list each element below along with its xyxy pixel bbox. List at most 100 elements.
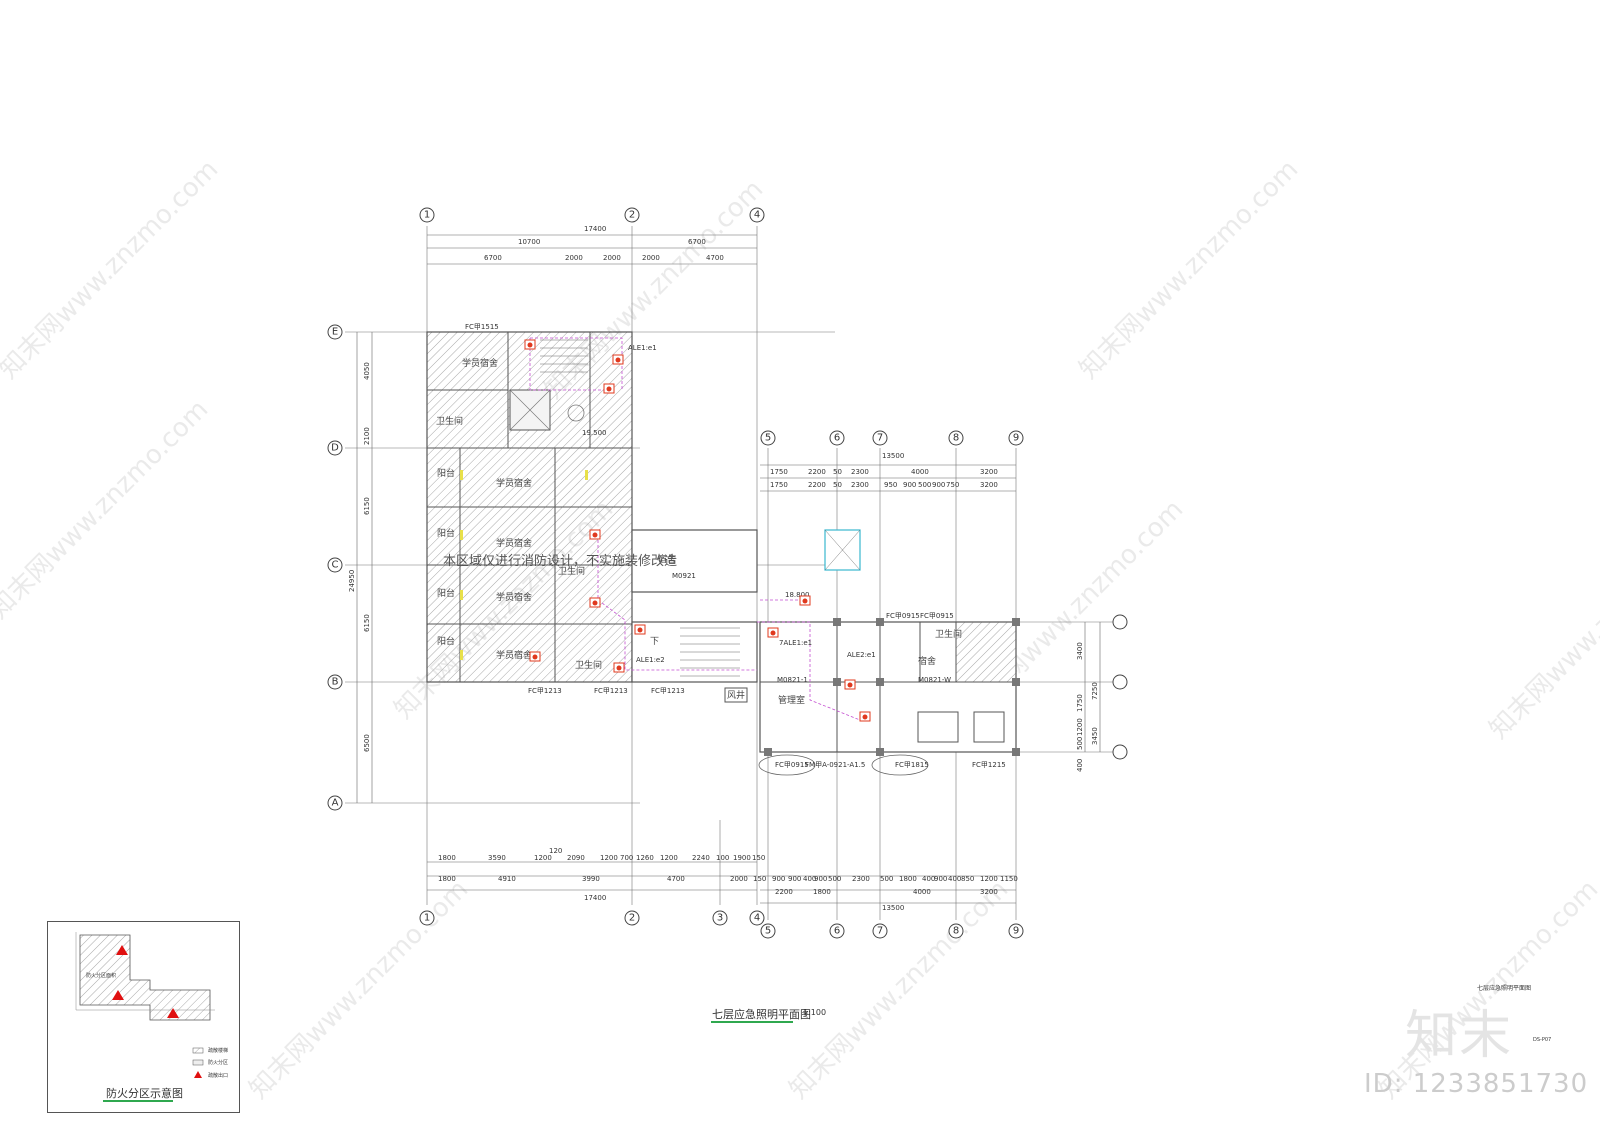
dim-right-row2: 50	[833, 481, 842, 489]
axis-bubble	[872, 923, 888, 939]
sheet-number: DS-P07	[1533, 1037, 1552, 1043]
dim-left: 4050	[363, 362, 371, 380]
axis-label: 7	[877, 433, 883, 444]
axis-label: D	[331, 443, 339, 454]
axis-bubble	[327, 795, 343, 811]
axis-label: 1	[424, 210, 430, 221]
axis-label: 2	[629, 913, 635, 924]
dim-right-side: 400	[1076, 759, 1084, 772]
top-dimensions: 17400 10700 6700 6700 2000 2000 2000 470…	[484, 225, 724, 262]
fire-zone-diagram	[75, 932, 215, 1078]
dim-right-row2: 2300	[851, 481, 869, 489]
axis-label: 8	[953, 926, 959, 937]
dim-bottom-row1: 1200	[534, 854, 552, 862]
dim-bottom-row2: 1800	[438, 875, 456, 883]
axis-bubbles-top-left: 1 2 4	[419, 207, 765, 223]
brand-watermark: 知末	[1405, 1006, 1514, 1066]
dim-bottom-right-row1: 1150	[1000, 875, 1018, 883]
panel-tag: ALE2:e1	[847, 651, 876, 659]
fire-design-notice: 本区域仅进行消防设计，不实施装修改造	[443, 554, 678, 569]
axis-label: 9	[1013, 433, 1019, 444]
left-dimensions: 4050 2100 6150 6150 6500 24950	[348, 362, 371, 752]
axis-bubbles-top-right: 5 6 7 8 9	[760, 430, 1024, 446]
door-tag: FC甲1515	[465, 323, 499, 331]
drawing-id-watermark: ID: 1233851730	[1364, 1069, 1589, 1099]
axis-label: C	[332, 560, 339, 571]
axis-label: E	[332, 327, 338, 338]
room-label: 阳台	[437, 527, 455, 539]
dim-bottom-row1: 2090	[567, 854, 585, 862]
dim-left-total: 24950	[348, 570, 356, 592]
axis-label: B	[332, 677, 339, 688]
axis-bubble	[948, 430, 964, 446]
legend-item: 防火分区	[208, 1060, 229, 1066]
axis-label: 7	[877, 926, 883, 937]
axis-bubble	[760, 923, 776, 939]
axis-bubble	[327, 324, 343, 340]
dim-bottom-right-row1: 400	[922, 875, 935, 883]
dim-top-row3: 2000	[642, 254, 660, 262]
room-label: 卫生间	[558, 565, 585, 577]
dim-bottom-right-row1: 400	[948, 875, 961, 883]
dim-right-row1: 3200	[980, 468, 998, 476]
dim-bottom-total: 17400	[584, 894, 606, 902]
dim-right-row2: 900	[903, 481, 916, 489]
dim-right-row1: 4000	[911, 468, 929, 476]
dim-bottom-row2: 4700	[667, 875, 685, 883]
dim-bottom-right-row1: 900	[934, 875, 947, 883]
axis-label: 2	[629, 210, 635, 221]
room-label: 学员宿舍	[496, 477, 532, 489]
dim-bottom-right-row1: 900	[788, 875, 801, 883]
axis-label: 6	[834, 926, 840, 937]
axis-bubble	[760, 430, 776, 446]
axis-bubble	[1008, 923, 1024, 939]
dimension-lines	[356, 234, 1101, 904]
dim-bottom-row1: 120	[549, 847, 562, 855]
dim-right-row2: 500	[918, 481, 931, 489]
axis-bubble	[624, 910, 640, 926]
legend-title: 防火分区示意图	[106, 1087, 183, 1100]
dim-right-side: 500	[1076, 737, 1084, 750]
dim-left: 6500	[363, 734, 371, 752]
dim-bottom-right-row2: 4000	[913, 888, 931, 896]
dim-top-row2: 6700	[688, 238, 706, 246]
left-building: 学员宿舍 卫生间 阳台 学员宿舍 阳台 学员宿舍 阳台 学员宿舍 阳台 学员宿舍…	[426, 323, 685, 695]
dim-bottom-row1: 150	[752, 854, 765, 862]
axis-bubbles-right	[1112, 614, 1128, 760]
dim-right-side: 1750	[1076, 694, 1084, 712]
dim-right-row1: 2300	[851, 468, 869, 476]
right-side-dimensions: 3400 1750 1200 500 400 7250 3450	[1076, 642, 1099, 772]
dim-bottom-right-row1: 500	[880, 875, 893, 883]
dim-left: 6150	[363, 614, 371, 632]
dim-top-row3: 2000	[565, 254, 583, 262]
axis-bubble	[712, 910, 728, 926]
room-label: 学员宿舍	[462, 357, 498, 369]
door-tag: FC甲1213	[594, 687, 628, 695]
room-label: 卫生间	[436, 415, 463, 427]
axis-label: 8	[953, 433, 959, 444]
room-label: 阳台	[437, 587, 455, 599]
dim-top-row2: 10700	[518, 238, 540, 246]
dim-bottom-row2: 3990	[582, 875, 600, 883]
axis-bubble	[749, 910, 765, 926]
dim-right-side: 3400	[1076, 642, 1084, 660]
dim-bottom-row2: 4910	[498, 875, 516, 883]
axis-bubble	[872, 430, 888, 446]
door-tag: FC甲1815	[895, 761, 929, 769]
dim-bottom-right-row1: 900	[772, 875, 785, 883]
dim-right-side-total: 3450	[1091, 727, 1099, 745]
panel-tag: ALE1:e2	[636, 656, 665, 664]
dim-right-row2: 750	[946, 481, 959, 489]
dim-top-row3: 6700	[484, 254, 502, 262]
dim-right-side: 1200	[1076, 718, 1084, 736]
dim-right-row2: 1750	[770, 481, 788, 489]
right-top-dimensions: 13500 1750 2200 50 2300 4000 3200 1750 2…	[770, 452, 998, 489]
dim-bottom-right-row1: 850	[961, 875, 974, 883]
axis-bubble	[829, 923, 845, 939]
axis-bubble	[829, 430, 845, 446]
door-tag: M0921	[672, 572, 696, 580]
axis-bubble	[419, 910, 435, 926]
legend-title-underline	[103, 1100, 173, 1102]
elevation-tag: 19.500	[582, 429, 607, 437]
